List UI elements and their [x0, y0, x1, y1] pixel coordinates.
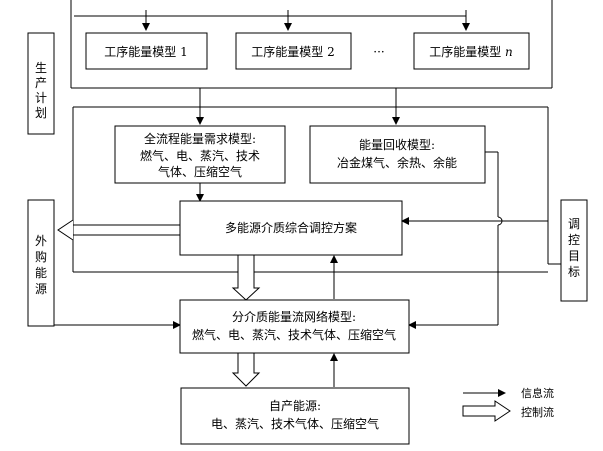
legend-control-arrow — [462, 400, 511, 422]
network-model-title: 分介质能量流网络模型: — [232, 309, 356, 324]
production-plan-char-3: 计 — [35, 91, 47, 105]
process-model-2-box: 工序能量模型 2 — [235, 32, 352, 70]
scheduling-plan-label: 多能源介质综合调控方案 — [225, 220, 357, 235]
process-model-n-suffix: n — [505, 45, 513, 59]
external-energy-char-1: 外 — [35, 234, 47, 248]
scheduling-plan-box: 多能源介质综合调控方案 — [179, 200, 403, 256]
control-arrow-plan-to-external — [57, 219, 180, 241]
demand-model-line2: 燃气、电、蒸汽、技术 — [140, 148, 260, 163]
production-plan-char-1: 生 — [35, 61, 47, 75]
external-energy-char-4: 源 — [35, 282, 47, 296]
top-distribution-arrows — [74, 10, 470, 31]
control-target-char-2: 控 — [568, 233, 580, 247]
self-energy-title: 自产能源: — [269, 399, 321, 413]
network-model-box: 分介质能量流网络模型: 燃气、电、蒸汽、技术气体、压缩空气 — [179, 299, 410, 354]
process-model-1-label: 工序能量模型 1 — [104, 44, 187, 59]
self-energy-line2: 电、蒸汽、技术气体、压缩空气 — [211, 416, 379, 431]
recovery-model-line2: 冶金煤气、余热、余能 — [337, 155, 457, 170]
demand-model-line3: 气体、压缩空气 — [158, 164, 242, 179]
self-energy-box: 自产能源: 电、蒸汽、技术气体、压缩空气 — [180, 387, 410, 445]
control-target-char-4: 标 — [568, 265, 580, 279]
control-arrow-plan-to-network — [231, 254, 261, 301]
control-target-char-3: 目 — [568, 249, 580, 263]
process-model-n-label: 工序能量模型 n — [429, 44, 513, 59]
production-plan-box: 生 产 计 划 — [27, 32, 55, 135]
process-models-frame — [70, 0, 553, 89]
demand-model-title: 全流程能量需求模型: — [144, 131, 256, 146]
demand-model-box: 全流程能量需求模型: 燃气、电、蒸汽、技术 气体、压缩空气 — [114, 125, 286, 184]
legend: 信息流 控制流 — [462, 386, 554, 422]
recovery-model-title: 能量回收模型: — [359, 138, 435, 152]
recovery-model-box: 能量回收模型: 冶金煤气、余热、余能 — [309, 125, 486, 184]
external-energy-char-3: 能 — [35, 266, 47, 280]
control-target-char-1: 调 — [568, 217, 580, 231]
control-arrow-network-to-self — [231, 352, 261, 387]
control-target-box: 调 控 目 标 — [560, 199, 588, 302]
process-model-1-box: 工序能量模型 1 — [85, 32, 208, 70]
legend-control-label: 控制流 — [521, 405, 554, 419]
production-plan-char-2: 产 — [35, 76, 47, 90]
production-plan-char-4: 划 — [35, 106, 47, 120]
process-model-ellipsis: ··· — [373, 45, 384, 59]
process-model-n-prefix: 工序能量模型 — [429, 44, 505, 59]
external-energy-box: 外 购 能 源 — [27, 199, 55, 327]
external-energy-char-2: 购 — [35, 249, 47, 264]
process-model-2-label: 工序能量模型 2 — [251, 44, 334, 59]
network-model-line2: 燃气、电、蒸汽、技术气体、压缩空气 — [192, 327, 396, 342]
process-model-n-box: 工序能量模型 n — [413, 32, 530, 70]
legend-info-label: 信息流 — [521, 386, 554, 400]
recovery-to-network-connector — [408, 151, 503, 329]
